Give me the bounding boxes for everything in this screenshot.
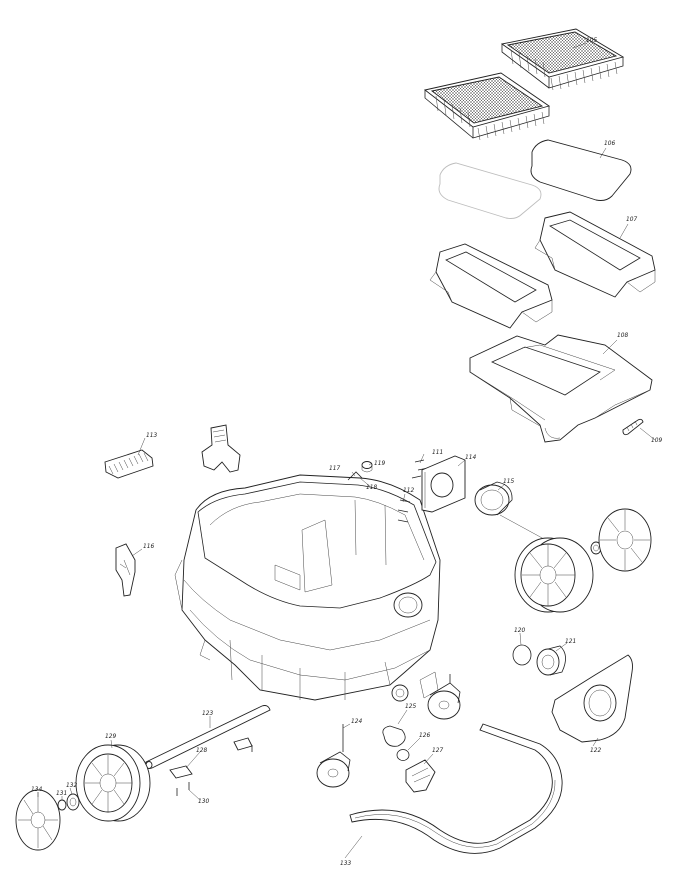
filter-tray-107 [534, 211, 656, 298]
label-112: 112 [403, 486, 414, 494]
label-115: 115 [503, 477, 514, 485]
washer-131 [57, 799, 67, 811]
caster-124 [316, 724, 351, 788]
hose-connector [391, 684, 409, 702]
label-128: 128 [196, 746, 207, 754]
label-121: 121 [565, 637, 576, 645]
bracket-128 [169, 737, 253, 779]
label-123: 123 [202, 709, 213, 717]
label-133: 133 [340, 859, 351, 867]
label-131: 131 [56, 789, 67, 797]
wheel-right [514, 537, 594, 613]
label-114: 114 [465, 453, 476, 461]
wheel-129 [75, 744, 151, 822]
cap-127 [405, 759, 436, 793]
hubcap-right [598, 508, 652, 572]
plate-114 [421, 455, 466, 513]
knob-119 [361, 461, 373, 473]
label-124: 124 [351, 717, 362, 725]
side-cover-122 [551, 654, 633, 743]
bracket-upper [201, 424, 241, 473]
label-113: 113 [146, 431, 157, 439]
o-ring-120 [512, 644, 532, 666]
label-130: 130 [198, 797, 209, 805]
screws-112 [397, 499, 411, 523]
label-108: 108 [617, 331, 628, 339]
label-134: 134 [31, 785, 42, 793]
filter-cover-106 [530, 139, 632, 201]
bushing-121 [536, 645, 566, 676]
label-116: 116 [143, 542, 154, 550]
clip-ring-125 [382, 725, 406, 747]
washer-132 [66, 793, 80, 811]
label-109: 109 [651, 436, 662, 444]
filter-cartridge-second [423, 72, 551, 141]
brush-113 [104, 449, 154, 479]
spring-clip-117 [347, 471, 363, 481]
label-107: 107 [626, 215, 637, 223]
label-125: 125 [405, 702, 416, 710]
filter-tray-second [429, 243, 553, 329]
leader-lines [37, 42, 656, 859]
label-118: 118 [366, 483, 377, 491]
filter-frame-108 [469, 334, 653, 443]
label-119: 119 [374, 459, 385, 467]
part-labels: 105 106 107 108 109 111 112 113 114 115 … [31, 36, 662, 867]
caster-front-right [427, 674, 461, 720]
bracket-116 [115, 543, 136, 597]
label-129: 129 [105, 732, 116, 740]
label-106: 106 [604, 139, 615, 147]
tank-body [174, 474, 441, 701]
washer-126 [396, 749, 410, 761]
label-122: 122 [590, 746, 601, 754]
bumper-133 [349, 723, 563, 854]
filter-cover-ghost [438, 162, 542, 219]
label-117: 117 [329, 464, 340, 472]
label-111: 111 [432, 448, 443, 456]
filter-pin-109 [622, 418, 644, 436]
label-105: 105 [586, 36, 597, 44]
label-126: 126 [419, 731, 430, 739]
adapter-115 [474, 481, 513, 516]
screws-130 [176, 745, 253, 796]
label-120: 120 [514, 626, 525, 634]
filter-cartridge-105 [500, 28, 625, 91]
hubcap-134 [15, 789, 61, 851]
label-127: 127 [432, 746, 443, 754]
label-132: 132 [66, 781, 77, 789]
